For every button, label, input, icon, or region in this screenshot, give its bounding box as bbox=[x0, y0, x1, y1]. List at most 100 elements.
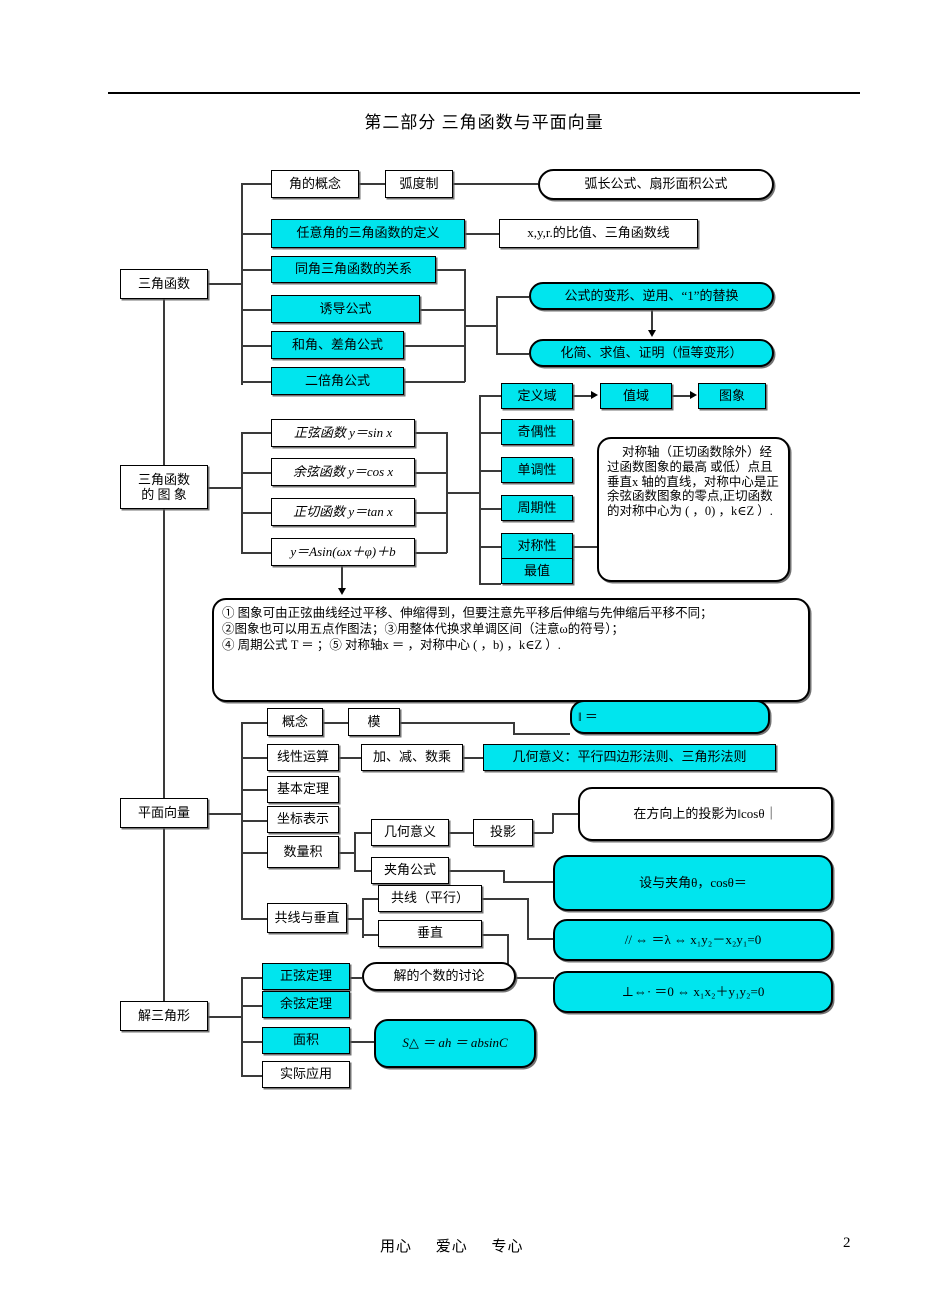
connector bbox=[415, 552, 447, 554]
connector bbox=[482, 898, 528, 900]
node-vector-modulus[interactable]: 模 bbox=[348, 708, 400, 736]
node-double-angle-formula[interactable]: 二倍角公式 bbox=[271, 367, 404, 395]
connector bbox=[241, 852, 267, 854]
connector bbox=[241, 309, 271, 311]
node-sine-function[interactable]: 正弦函数 y＝sin x bbox=[271, 419, 415, 447]
node-modulus-formula[interactable]: ‖ ＝ bbox=[570, 700, 770, 734]
node-vector-concept[interactable]: 概念 bbox=[267, 708, 323, 736]
connector bbox=[241, 977, 267, 979]
node-law-of-sines[interactable]: 正弦定理 bbox=[262, 963, 350, 990]
node-dot-product[interactable]: 数量积 bbox=[267, 836, 339, 868]
node-graph[interactable]: 图象 bbox=[698, 383, 766, 409]
node-simplify-prove[interactable]: 化简、求值、证明（恒等变形） bbox=[529, 339, 774, 367]
connector bbox=[350, 1041, 374, 1043]
connector bbox=[507, 977, 554, 979]
node-range[interactable]: 值域 bbox=[600, 383, 672, 409]
node-collinear-formula[interactable]: // ⇔ ＝λ ⇔ x₁y₂－x₂y₁=0 bbox=[553, 919, 833, 961]
node-tangent-function[interactable]: 正切函数 y＝tan x bbox=[271, 498, 415, 526]
node-domain[interactable]: 定义域 bbox=[501, 383, 573, 409]
connector bbox=[415, 472, 447, 474]
node-formula-transform[interactable]: 公式的变形、逆用、“1”的替换 bbox=[529, 282, 774, 310]
node-linear-operations[interactable]: 线性运算 bbox=[267, 744, 339, 771]
node-perpendicular-formula[interactable]: ⊥⇔· ＝0 ⇔ x₁x₂＋y₁y₂=0 bbox=[553, 971, 833, 1013]
footer-text: 用心 爱心 专心 bbox=[380, 1239, 524, 1255]
connector bbox=[241, 820, 267, 822]
connector bbox=[415, 512, 447, 514]
connector bbox=[241, 269, 271, 271]
branch-solve-triangle[interactable]: 解三角形 bbox=[120, 1001, 208, 1031]
node-law-of-cosines[interactable]: 余弦定理 bbox=[262, 991, 350, 1018]
connector bbox=[208, 283, 242, 285]
connector bbox=[573, 395, 593, 397]
connector bbox=[479, 432, 501, 434]
connector bbox=[339, 852, 355, 854]
node-basic-theorem[interactable]: 基本定理 bbox=[267, 776, 339, 803]
node-sum-diff-formula[interactable]: 和角、差角公式 bbox=[271, 331, 404, 359]
node-geometric-meaning[interactable]: 几何意义 bbox=[371, 819, 449, 846]
tangent-label: 正切函数 y＝tan x bbox=[293, 503, 393, 519]
node-practical-application[interactable]: 实际应用 bbox=[262, 1061, 350, 1088]
node-extremum[interactable]: 最值 bbox=[501, 558, 573, 584]
connector bbox=[241, 183, 271, 185]
connector bbox=[513, 733, 570, 735]
node-parity[interactable]: 奇偶性 bbox=[501, 419, 573, 445]
node-perpendicular[interactable]: 垂直 bbox=[378, 920, 482, 947]
node-projection-formula[interactable]: 在方向上的投影为‖cosθ｜ bbox=[578, 787, 833, 841]
connector bbox=[404, 345, 465, 347]
connector bbox=[479, 470, 501, 472]
connector bbox=[241, 552, 271, 554]
node-geometric-laws[interactable]: 几何意义：平行四边形法则、三角形法则 bbox=[483, 744, 776, 771]
node-same-angle-relation[interactable]: 同角三角函数的关系 bbox=[271, 256, 436, 283]
connector bbox=[208, 813, 242, 815]
connector bbox=[241, 233, 271, 235]
node-area-formula[interactable]: S△ ＝ ah ＝ absinC bbox=[374, 1019, 536, 1068]
node-coordinate-representation[interactable]: 坐标表示 bbox=[267, 806, 339, 833]
connector bbox=[241, 432, 243, 552]
node-induction-formula[interactable]: 诱导公式 bbox=[271, 295, 420, 323]
area-formula-label: S△ ＝ ah ＝ absinC bbox=[402, 1035, 508, 1051]
connector bbox=[496, 296, 529, 298]
node-collinear[interactable]: 共线（平行） bbox=[378, 885, 482, 912]
connector bbox=[323, 722, 348, 724]
connector bbox=[208, 487, 242, 489]
branch-trig-functions[interactable]: 三角函数 bbox=[120, 269, 208, 299]
node-xyr-ratio[interactable]: x,y,r.的比值、三角函数线 bbox=[499, 219, 698, 248]
node-add-sub-scalar[interactable]: 加、减、数乘 bbox=[361, 744, 463, 771]
branch-trig-graphs-label: 三角函数 的 图 象 bbox=[137, 471, 190, 502]
node-cosine-function[interactable]: 余弦函数 y＝cos x bbox=[271, 458, 415, 486]
connector bbox=[479, 395, 501, 397]
connector bbox=[415, 432, 447, 434]
connector bbox=[453, 183, 538, 185]
node-solution-count[interactable]: 解的个数的讨论 bbox=[362, 962, 516, 991]
node-arc-area-formula[interactable]: 弧长公式、扇形面积公式 bbox=[538, 169, 774, 200]
page-number: 2 bbox=[843, 1235, 851, 1251]
note-graph-transformations: ① 图象可由正弦曲线经过平移、伸缩得到，但要注意先平移后伸缩与先伸缩后平移不同；… bbox=[212, 598, 810, 702]
node-collinear-perpendicular[interactable]: 共线与垂直 bbox=[267, 903, 347, 933]
node-angle-formula-detail[interactable]: 设与夹角θ，cosθ＝ bbox=[553, 855, 833, 911]
connector bbox=[241, 977, 243, 1075]
arrow-right-icon bbox=[690, 391, 697, 399]
branch-trig-graphs[interactable]: 三角函数 的 图 象 bbox=[120, 465, 208, 509]
connector bbox=[362, 898, 364, 938]
node-monotonicity[interactable]: 单调性 bbox=[501, 457, 573, 483]
node-general-sine-function[interactable]: y＝Asin(ωx＋φ)＋b bbox=[271, 538, 415, 566]
sine-label: 正弦函数 y＝sin x bbox=[293, 424, 393, 440]
connector bbox=[496, 296, 498, 354]
connector bbox=[449, 870, 504, 872]
branch-plane-vectors[interactable]: 平面向量 bbox=[120, 798, 208, 828]
node-area[interactable]: 面积 bbox=[262, 1027, 350, 1054]
connector bbox=[527, 938, 554, 940]
arrow-right-icon bbox=[591, 391, 598, 399]
arrow-down-icon bbox=[648, 330, 656, 337]
connector bbox=[479, 395, 481, 583]
node-angle-formula[interactable]: 夹角公式 bbox=[371, 857, 449, 884]
node-symmetry[interactable]: 对称性 bbox=[501, 533, 573, 559]
connector bbox=[339, 757, 361, 759]
node-radian-system[interactable]: 弧度制 bbox=[385, 170, 453, 198]
node-angle-concept[interactable]: 角的概念 bbox=[271, 170, 359, 198]
node-periodicity[interactable]: 周期性 bbox=[501, 495, 573, 521]
node-projection[interactable]: 投影 bbox=[473, 819, 533, 846]
note-line-2: ②图象也可以用五点作图法；③用整体代换求单调区间（注意ω的符号）； bbox=[222, 622, 624, 636]
connector bbox=[241, 1075, 267, 1077]
node-any-angle-definition[interactable]: 任意角的三角函数的定义 bbox=[271, 219, 465, 248]
